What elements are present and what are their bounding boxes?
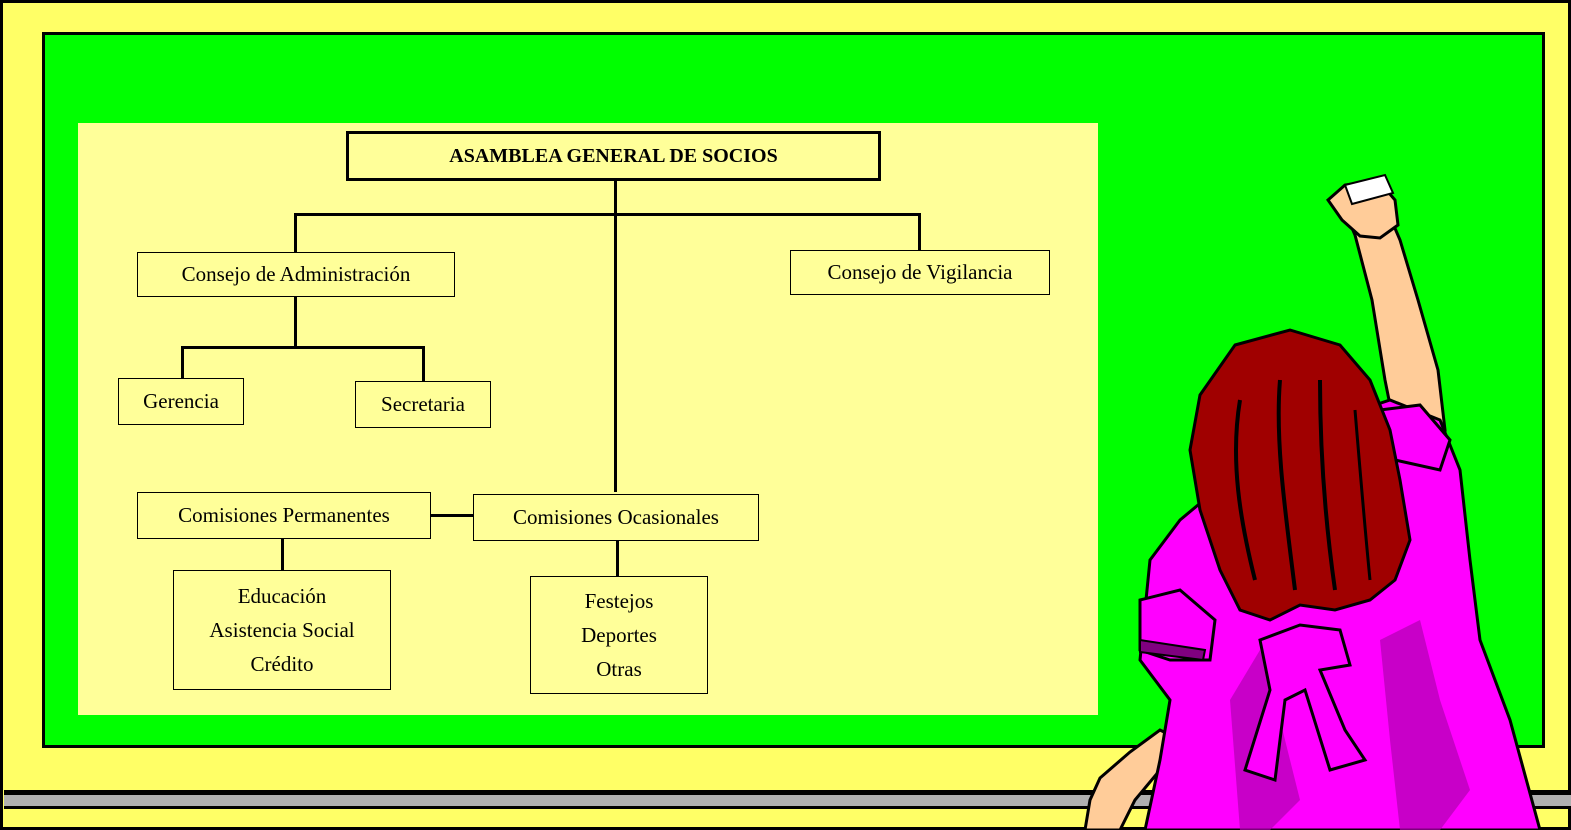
chalk-icon xyxy=(1343,173,1395,206)
node-secretaria: Secretaria xyxy=(355,381,491,428)
connector xyxy=(616,540,619,576)
hair-strand xyxy=(1318,379,1337,591)
hair-strand xyxy=(1353,409,1372,581)
node-permanentes-list: Educación Asistencia Social Crédito xyxy=(173,570,391,690)
hair-strand xyxy=(1233,399,1257,581)
list-item: Otras xyxy=(596,657,642,681)
connector xyxy=(614,180,617,492)
connector xyxy=(181,346,425,349)
node-ocasionales-list: Festejos Deportes Otras xyxy=(530,576,708,694)
node-comisiones-permanentes: Comisiones Permanentes xyxy=(137,492,431,539)
connector xyxy=(918,213,921,251)
connector xyxy=(294,213,297,253)
list-item: Festejos xyxy=(584,589,654,613)
hair-strand xyxy=(1276,379,1297,591)
connector xyxy=(430,514,474,517)
list-item: Educación xyxy=(237,584,327,608)
dress-shadow xyxy=(1380,620,1470,830)
cuff xyxy=(1139,638,1207,662)
bow xyxy=(1243,623,1368,783)
connector xyxy=(281,538,284,571)
node-gerencia: Gerencia xyxy=(118,378,244,425)
connector xyxy=(294,296,297,348)
node-consejo-administracion: Consejo de Administración xyxy=(137,252,455,297)
node-consejo-vigilancia: Consejo de Vigilancia xyxy=(790,250,1050,295)
hair xyxy=(1188,328,1412,622)
list-item: Deportes xyxy=(581,623,657,647)
node-asamblea-general: ASAMBLEA GENERAL DE SOCIOS xyxy=(346,131,881,181)
connector xyxy=(422,346,425,382)
connector xyxy=(294,213,921,216)
node-comisiones-ocasionales: Comisiones Ocasionales xyxy=(473,494,759,541)
list-item: Crédito xyxy=(250,652,314,676)
connector xyxy=(181,346,184,379)
list-item: Asistencia Social xyxy=(209,618,355,642)
